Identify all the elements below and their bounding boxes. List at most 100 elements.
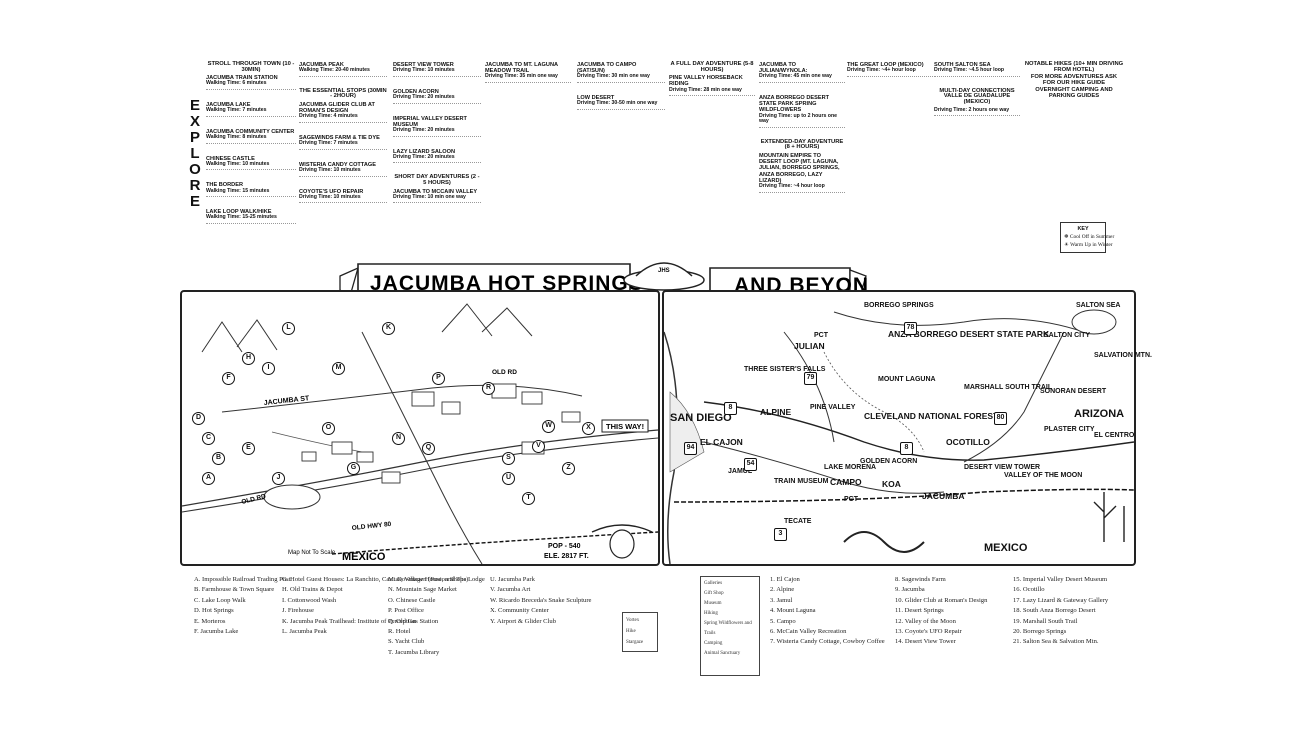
column-item-title: JACUMBA COMMUNITY CENTER bbox=[206, 128, 295, 135]
highway-79 bbox=[783, 331, 835, 443]
left-map-mexico: MEXICO bbox=[342, 551, 386, 563]
text-column-5: JACUMBA TO CAMPO (Sat/Sun)Driving Time: … bbox=[577, 60, 665, 292]
legend-entry: P. Post Office bbox=[388, 607, 424, 615]
column-item-time: Driving Time: ~4 hour loop bbox=[759, 183, 825, 189]
town-pin-p: P bbox=[432, 372, 445, 385]
legend-entry: G. Hotel Guest Houses: La Ranchito, Casi… bbox=[282, 576, 485, 583]
legend-entry: 8. Sagewinds Farm bbox=[895, 576, 946, 583]
region-label-mount-laguna: MOUNT LAGUNA bbox=[878, 376, 936, 383]
left-map-not-to-scale: Map Not To Scale bbox=[288, 550, 336, 556]
legend-entry: J. Firehouse bbox=[282, 607, 314, 615]
region-label-borrego: BORREGO SPRINGS bbox=[864, 302, 934, 309]
legend-entry: 3. Jamul bbox=[770, 596, 793, 604]
column-item-time: Driving Time: 7 minutes bbox=[299, 140, 358, 147]
town-pin-h: H bbox=[242, 352, 255, 365]
legend-entry: 1. El Cajon bbox=[770, 576, 800, 583]
legend-entry: 4. Mount Laguna bbox=[770, 607, 816, 615]
cacti-drawing bbox=[1093, 492, 1125, 542]
legend-entry: 11. Desert Springs bbox=[895, 607, 944, 615]
region-label-campo: CAMPO bbox=[830, 477, 862, 487]
town-pin-v: V bbox=[532, 440, 545, 453]
town-pin-u: U bbox=[502, 472, 515, 485]
column-section-heading: A FULL DAY ADVENTURE (5-8 HOURS) bbox=[670, 61, 754, 73]
legend-entry: L. Jacumba Peak bbox=[282, 627, 327, 635]
column-item-title: JACUMBA TO CAMPO (Sat/Sun) bbox=[577, 62, 637, 75]
column-item-time: Walking Time: 6 minutes bbox=[206, 80, 267, 87]
legend-entry: 21. Salton Sea & Salvation Mtn. bbox=[1013, 638, 1099, 646]
column-item-time: Driving Time: 10 min one way bbox=[393, 193, 466, 200]
town-map-drawing: THIS WAY! JACUMBA ST OLD RD OLD RD OLD H… bbox=[182, 303, 658, 564]
region-label-alpine: ALPINE bbox=[760, 407, 792, 417]
column-item-title: JACUMBA TO JULIAN/WYNOLA: bbox=[759, 62, 808, 75]
region-label-salton-sea: SALTON SEA bbox=[1076, 302, 1121, 309]
salton-sea-shape bbox=[1071, 309, 1117, 335]
region-label-julian: JULIAN bbox=[794, 341, 825, 351]
left-map-pop: POP - 540 bbox=[548, 543, 581, 550]
title-left: JACUMBA HOT SPRINGS bbox=[370, 272, 644, 295]
region-label-valley-moon: VALLEY OF THE MOON bbox=[1004, 472, 1083, 479]
column-item-title: THE GREAT LOOP (MEXICO) bbox=[847, 62, 924, 68]
road-old-rd bbox=[361, 331, 483, 564]
town-pin-w: W bbox=[542, 420, 555, 433]
column-body-text-placeholder bbox=[393, 102, 481, 114]
column-item-title: JACUMBA LAKE bbox=[206, 101, 251, 108]
town-pin-j: J bbox=[272, 472, 285, 485]
san-diego-area bbox=[669, 391, 705, 473]
region-label-train-museum: TRAIN MUSEUM bbox=[774, 478, 829, 485]
column-item-time: Driving Time: ~4+ hour loop bbox=[847, 67, 916, 74]
column-item-time: Walking Time: 10 minutes bbox=[206, 160, 270, 167]
legend-entry: 20. Borrego Springs bbox=[1013, 627, 1067, 635]
column-item-title: LAKE LOOP WALK/HIKE bbox=[206, 209, 272, 216]
legend-entry: Hike bbox=[626, 629, 636, 634]
legend-entry: 10. Glider Club at Roman's Design bbox=[895, 596, 988, 604]
column-item-title: SAGEWINDS FARM & TIE DYE bbox=[299, 134, 380, 141]
legend-entry: T. Jacumba Library bbox=[388, 648, 440, 656]
column-item-title: GOLDEN ACORN bbox=[393, 88, 439, 95]
explore-letter: E bbox=[189, 97, 200, 114]
column-item-time: Driving Time: 20 minutes bbox=[393, 94, 455, 100]
key-title: KEY bbox=[1077, 226, 1089, 232]
column-item-title: JACUMBA TRAIN STATION bbox=[206, 75, 278, 82]
town-pin-b: B bbox=[212, 452, 225, 465]
road-shield-54: 54 bbox=[744, 458, 757, 471]
region-label-koa: KOA bbox=[882, 479, 901, 489]
coastline bbox=[664, 331, 679, 564]
town-pin-o: O bbox=[322, 422, 335, 435]
legend-entry: Animal Sanctuary bbox=[704, 651, 741, 656]
key-item-cool: ❅ Cool Off in Summer bbox=[1064, 234, 1115, 241]
column-section-heading: NOTABLE HIKES (10+ MIN DRIVING FROM HOTE… bbox=[1024, 61, 1124, 73]
ufo-label: JHS bbox=[658, 268, 670, 274]
region-label-desert-view: DESERT VIEW TOWER bbox=[964, 464, 1041, 471]
legend-entry: H. Old Trains & Depot bbox=[282, 586, 343, 594]
road-shield-94: 94 bbox=[684, 442, 697, 455]
region-label-pct2: PCT bbox=[844, 496, 858, 503]
legend-entry: 13. Coyote's UFO Repair bbox=[895, 627, 962, 635]
road-shield-3: 3 bbox=[774, 528, 787, 541]
legend-entry: 6. McCain Valley Recreation bbox=[770, 627, 847, 635]
town-pin-g: G bbox=[347, 462, 360, 475]
column-item-title: LAZY LIZARD SALOON bbox=[393, 148, 456, 155]
town-pin-q: Q bbox=[422, 442, 435, 455]
town-pin-k: K bbox=[382, 322, 395, 335]
column-body-text-placeholder bbox=[299, 202, 387, 213]
legend-entry: A. Impossible Railroad Trading Post bbox=[194, 576, 291, 583]
region-label-plaster-city: PLASTER CITY bbox=[1044, 426, 1095, 433]
column-item-title: MOUNTAIN EMPIRE TO DESERT LOOP (Mt. Lagu… bbox=[759, 152, 840, 184]
street-label-old-hwy-80: OLD HWY 80 bbox=[351, 521, 392, 532]
legend-entry: Camping bbox=[704, 641, 723, 646]
legend-entry: I. Cottonwood Wash bbox=[282, 596, 337, 604]
legend-entry: Vortex bbox=[626, 618, 640, 623]
town-pin-a: A bbox=[202, 472, 215, 485]
legend-entry: N. Mountain Sage Market bbox=[388, 586, 457, 594]
road-shield-78: 78 bbox=[904, 322, 917, 335]
street-label-old-rd: OLD RD bbox=[492, 369, 517, 376]
highway-94 bbox=[703, 441, 945, 494]
legend-entry: Stargaze bbox=[626, 640, 644, 645]
column-body-text-placeholder bbox=[847, 75, 933, 87]
explore-letter: X bbox=[189, 113, 200, 130]
